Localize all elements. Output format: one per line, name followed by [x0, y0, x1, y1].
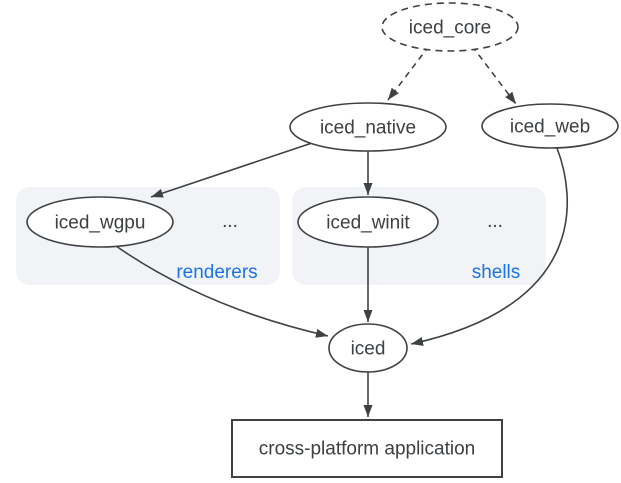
edge-core-to-web — [471, 45, 517, 105]
node-iced-native-ellipse — [289, 102, 447, 152]
node-iced-core-ellipse — [381, 2, 519, 52]
edge-core-to-native — [387, 45, 430, 101]
shells-ellipsis: ... — [487, 211, 503, 232]
node-iced-wgpu-ellipse — [26, 196, 174, 248]
node-iced-wgpu-label: iced_wgpu — [55, 213, 146, 234]
node-iced-native-label: iced_native — [320, 118, 416, 139]
node-iced-winit-ellipse — [297, 196, 439, 248]
edge-wgpu-to-iced — [115, 245, 329, 338]
node-app-label: cross-platform application — [259, 439, 475, 460]
shells-group-label: shells — [472, 262, 521, 283]
node-app-box — [231, 419, 503, 478]
edge-web-to-iced — [410, 147, 568, 346]
renderers-group-label: renderers — [176, 262, 257, 283]
renderers-ellipsis: ... — [222, 211, 238, 232]
node-iced-winit-label: iced_winit — [326, 213, 410, 234]
edge-native-to-wgpu — [150, 142, 313, 198]
node-iced-ellipse — [328, 323, 408, 373]
node-iced-core-label: iced_core — [409, 18, 491, 39]
node-iced-web-label: iced_web — [510, 117, 590, 138]
node-iced-web-ellipse — [481, 103, 619, 149]
node-iced-label: iced — [351, 339, 386, 360]
